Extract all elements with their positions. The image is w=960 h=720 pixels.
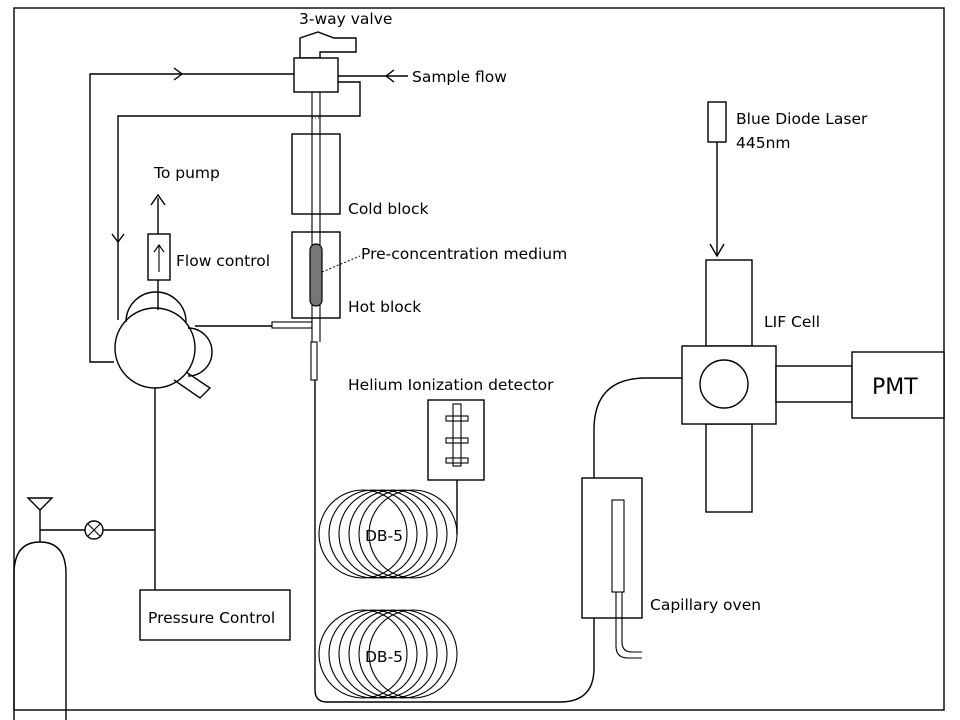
hot-block-label: Hot block [348,298,421,316]
to-pump-label: To pump [153,164,220,182]
db5-column-lower [318,609,458,699]
three-way-valve-label: 3-way valve [299,10,392,28]
medium-leader-line [321,255,361,273]
helium-detector-label: Helium Ionization detector [348,376,554,394]
flow-control-label: Flow control [176,252,270,270]
cold-block-label: Cold block [348,200,429,218]
pressure-control-label: Pressure Control [148,609,275,627]
valve-to-switch-line [117,81,361,320]
switching-valve [114,291,213,399]
sample-flow-label: Sample flow [412,68,507,86]
cold-block [291,133,341,215]
lif-cell-label: LIF Cell [764,313,820,331]
lif-cell [681,259,777,513]
helium-detector-box [427,399,485,481]
pmt-coupler [775,365,853,403]
detector-electrodes [445,403,469,467]
laser-label: Blue Diode Laser [736,110,868,128]
laser-wavelength-label: 445nm [736,134,791,152]
blue-diode-laser [707,101,727,143]
three-way-valve [293,31,357,93]
oven-outlet [615,592,642,659]
capillary-oven-tube [611,499,625,593]
sample-flow-arrow [384,69,395,83]
gas-cylinder [13,497,67,720]
pmt-box [851,351,945,419]
laser-beam-arrow [709,243,725,258]
pre-concentration-medium [309,243,323,307]
capillary-oven-label: Capillary oven [650,596,761,614]
pre-concentration-label: Pre-concentration medium [361,245,567,263]
loop-arrow-down [111,233,125,244]
side-port [271,321,313,329]
db5-upper-label: DB-5 [365,527,403,545]
to-pump-arrow [150,193,166,206]
return-loop-line [89,73,294,363]
flow-control-arrow [153,244,165,253]
loop-arrow-right [173,67,184,81]
shutoff-valve [84,520,104,540]
db5-lower-label: DB-5 [365,648,403,666]
pmt-label: PMT [872,375,918,400]
db5-column-upper [318,489,458,579]
capillary-line [314,377,682,703]
pressure-control-box [139,589,291,641]
